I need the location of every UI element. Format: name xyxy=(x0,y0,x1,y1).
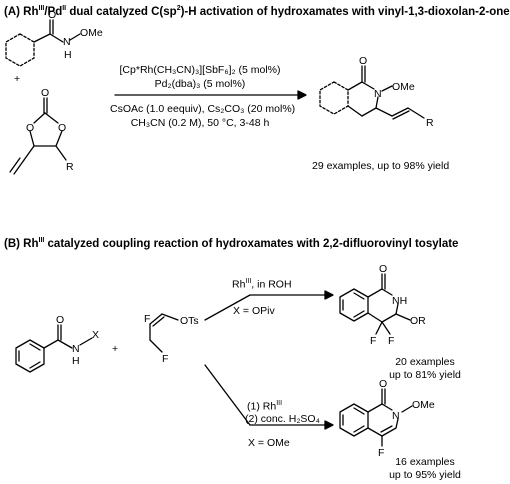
hydroxamate-b-structure: O N H X xyxy=(15,314,99,373)
atom-o: O xyxy=(359,55,367,67)
upper-condition-x: X = OPiv xyxy=(233,305,275,317)
atom-f5: F xyxy=(378,447,384,459)
hydroxamate-a-structure: O N H OMe xyxy=(5,9,103,67)
upper-examples: 20 examples xyxy=(395,356,455,368)
atom-x: X xyxy=(92,329,99,341)
condition-solvent: CH₃CN (0.2 M), 50 °C, 3-48 h xyxy=(130,117,270,129)
product-a-structure: O N OMe R xyxy=(319,55,434,129)
reaction-arrow-a xyxy=(114,90,307,100)
atom-o: O xyxy=(48,9,56,21)
panel-a-title: (A) RhIII/PdII dual catalyzed C(sp2)-H a… xyxy=(4,5,510,18)
plus-sign-b: + xyxy=(112,343,118,355)
atom-h: H xyxy=(72,355,80,367)
lower-product-structure: O N OMe F xyxy=(339,378,435,459)
condition-base: CsOAc (1.0 eequiv), Cs₂CO₃ (20 mol%) xyxy=(110,103,296,115)
atom-o: O xyxy=(379,263,387,275)
lower-yield: up to 95% yield xyxy=(389,469,461,481)
upper-condition-catalyst: RhIII, in ROH xyxy=(232,278,292,291)
reaction-arrow-lower xyxy=(204,364,334,430)
condition-catalyst-rh: [Cp*Rh(CH₃CN)₃][SbF₆]₂ (5 mol%) xyxy=(119,64,281,76)
atom-ome: OMe xyxy=(80,27,103,39)
lower-condition-x: X = OMe xyxy=(248,437,290,449)
atom-nh: NH xyxy=(392,295,407,307)
lower-condition-step1: (1) RhIII xyxy=(247,400,283,413)
atom-or: OR xyxy=(410,315,426,327)
atom-ome: OMe xyxy=(412,399,435,411)
panel-a-yield: 29 examples, up to 98% yield xyxy=(312,160,450,172)
upper-yield: up to 81% yield xyxy=(389,369,461,381)
atom-carbonyl-o: O xyxy=(41,87,49,99)
atom-o: O xyxy=(379,378,387,390)
atom-ome: OMe xyxy=(392,81,415,93)
panel-b-title: (B) RhIII catalyzed coupling reaction of… xyxy=(4,237,459,250)
atom-r: R xyxy=(66,161,74,173)
upper-product-structure: O NH F F OR xyxy=(339,263,426,347)
lower-examples: 16 examples xyxy=(395,456,455,468)
atom-h: H xyxy=(64,49,72,61)
reaction-arrow-upper xyxy=(204,290,334,321)
atom-f4: F xyxy=(388,335,394,347)
atom-ring-o2: O xyxy=(58,122,66,134)
vinyl-dioxolanone-structure: O O O R xyxy=(9,87,74,175)
condition-catalyst-pd: Pd₂(dba)₃ (5 mol%) xyxy=(154,78,246,90)
atom-r: R xyxy=(426,117,434,129)
lower-condition-step2: (2) conc. H₂SO₄ xyxy=(245,413,320,425)
atom-ring-o1: O xyxy=(26,122,34,134)
atom-f1: F xyxy=(144,313,150,325)
atom-f3: F xyxy=(370,335,376,347)
atom-o: O xyxy=(56,314,64,326)
atom-n: N xyxy=(374,88,382,100)
atom-n: N xyxy=(72,343,80,355)
atom-ots: OTs xyxy=(180,315,199,327)
atom-n: N xyxy=(392,410,400,422)
atom-n: N xyxy=(63,36,71,48)
atom-f2: F xyxy=(162,353,168,365)
plus-sign-a: + xyxy=(14,73,20,85)
difluorovinyl-tosylate-structure: F F OTs xyxy=(144,313,199,365)
